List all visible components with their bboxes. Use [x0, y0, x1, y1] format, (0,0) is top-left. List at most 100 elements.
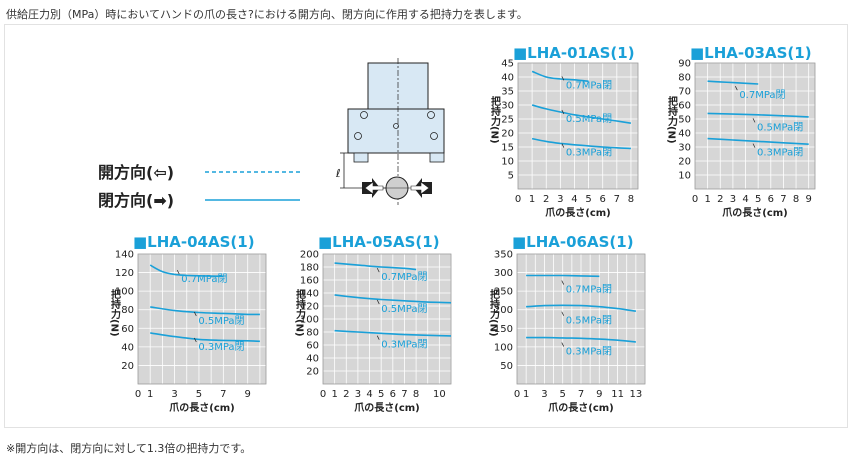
plot-area: [518, 63, 638, 189]
series-line: [531, 70, 589, 82]
x-tick-label: 6: [390, 389, 396, 400]
y-tick-label: 80: [678, 73, 691, 84]
series-line: [526, 336, 636, 343]
x-tick-label: 0: [320, 389, 326, 400]
y-tick-label: 40: [306, 354, 319, 365]
series-line: [334, 294, 452, 304]
y-tick-label: 20: [501, 129, 514, 140]
series-line: [334, 262, 417, 271]
y-tick-label: 90: [678, 59, 691, 70]
bolt-hole-3: [354, 132, 362, 140]
series-label-leader: [752, 143, 756, 148]
y-tick-label: 15: [501, 143, 514, 154]
x-tick-label: 4: [366, 389, 372, 400]
x-tick-label: 7: [578, 389, 584, 400]
chart-title: ■LHA-01AS(1): [513, 44, 635, 62]
series-label: 0.5MPa閉: [566, 315, 612, 327]
x-tick-label: 0: [514, 389, 520, 400]
legend: 開方向(⇦) 閉方向(➡): [98, 163, 300, 210]
y-tick-label: 80: [306, 328, 319, 339]
hand-diagram: ℓ: [335, 58, 445, 205]
figure-frame: [4, 24, 848, 428]
x-tick-label: 3: [171, 389, 177, 400]
x-tick-label: 5: [755, 194, 761, 205]
x-tick-label: 7: [780, 194, 786, 205]
y-tick-label: 5: [508, 171, 514, 182]
series-label-leader: [561, 311, 565, 316]
series-label-leader: [561, 109, 565, 115]
y-tick-label: 150: [494, 324, 513, 335]
x-tick-label: 3: [355, 389, 361, 400]
x-tick-label: 13: [629, 389, 642, 400]
x-tick-label: 2: [343, 389, 349, 400]
x-tick-label: 8: [628, 194, 634, 205]
x-tick-label: 1: [331, 389, 337, 400]
series-label: 0.5MPa閉: [757, 121, 803, 133]
series-line: [150, 306, 260, 316]
y-tick-label: 20: [121, 361, 134, 372]
x-tick-label: 1: [523, 389, 529, 400]
plot-frame: [516, 253, 646, 385]
series-label: 0.5MPa閉: [381, 303, 427, 315]
footer-note: ※開方向は、閉方向に対して1.3倍の把持力です。: [6, 442, 252, 455]
x-axis-label: 爪の長さ(cm): [548, 402, 614, 414]
header-note: 供給圧力別（MPa）時においてハンドの爪の長さ?における開方向、閉方向に作用する…: [6, 8, 528, 21]
x-tick-label: 0: [692, 194, 698, 205]
series-line: [526, 274, 600, 278]
x-axis-label: 爪の長さ(cm): [169, 402, 235, 414]
legend-close-label: 閉方向(➡): [98, 191, 174, 210]
jaw-right: [429, 152, 445, 163]
series-label: 0.5MPa閉: [566, 113, 612, 125]
jaw-left: [353, 152, 369, 163]
series-label-leader: [176, 269, 180, 275]
length-symbol: ℓ: [335, 167, 341, 180]
y-tick-label: 40: [678, 129, 691, 140]
x-tick-label: 6: [600, 194, 606, 205]
y-tick-label: 140: [300, 289, 319, 300]
legend-open-label: 開方向(⇦): [98, 163, 174, 182]
x-tick-label: 5: [378, 389, 384, 400]
x-tick-label: 8: [413, 389, 419, 400]
series-label-leader: [376, 267, 380, 273]
series-label: 0.3MPa閉: [381, 339, 427, 351]
y-tick-label: 50: [500, 361, 513, 372]
series-label: 0.3MPa閉: [566, 147, 612, 159]
series-line: [707, 137, 809, 145]
y-tick-label: 50: [678, 115, 691, 126]
series-label: 0.7MPa閉: [181, 273, 227, 285]
open-arrow-left: [364, 181, 384, 195]
x-tick-label: 5: [585, 194, 591, 205]
series-label: 0.7MPa閉: [381, 271, 427, 283]
plot-frame: [694, 62, 816, 190]
x-tick-label: 11: [611, 389, 624, 400]
series-line: [707, 112, 809, 118]
y-tick-label: 120: [300, 302, 319, 313]
y-tick-label: 200: [300, 250, 319, 261]
center-hole: [393, 123, 399, 129]
x-tick-label: 1: [147, 389, 153, 400]
series-line: [526, 304, 637, 312]
y-axis-label: 把持力(N): [109, 288, 121, 337]
y-tick-label: 10: [501, 157, 514, 168]
x-tick-label: 7: [401, 389, 407, 400]
y-axis-label: 把持力(N): [488, 288, 500, 337]
y-tick-label: 60: [306, 341, 319, 352]
y-tick-label: 160: [300, 276, 319, 287]
x-tick-label: 3: [730, 194, 736, 205]
x-tick-label: 9: [245, 389, 251, 400]
x-tick-label: 2: [543, 194, 549, 205]
x-tick-label: 7: [614, 194, 620, 205]
series-label: 0.3MPa閉: [757, 147, 803, 159]
open-arrow-right: [410, 181, 430, 195]
series-line: [707, 80, 759, 85]
y-tick-label: 250: [494, 287, 513, 298]
series-label-leader: [376, 335, 380, 340]
y-tick-label: 100: [300, 315, 319, 326]
x-tick-label: 5: [560, 389, 566, 400]
chart-title: ■LHA-05AS(1): [318, 233, 440, 251]
